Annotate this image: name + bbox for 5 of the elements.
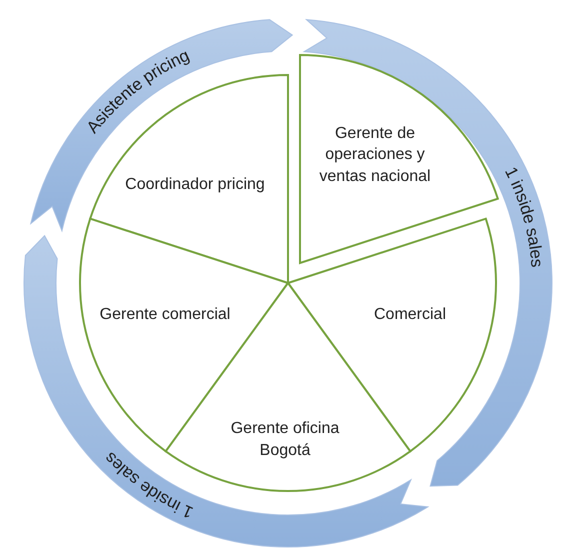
segment-label: Coordinador pricing xyxy=(125,175,265,196)
segment-label: Gerente de operaciones y ventas nacional xyxy=(318,124,432,187)
segment-label: Gerente oficina Bogotá xyxy=(230,419,340,461)
segment-label: Comercial xyxy=(374,305,446,326)
segment-label: Gerente comercial xyxy=(100,305,230,326)
